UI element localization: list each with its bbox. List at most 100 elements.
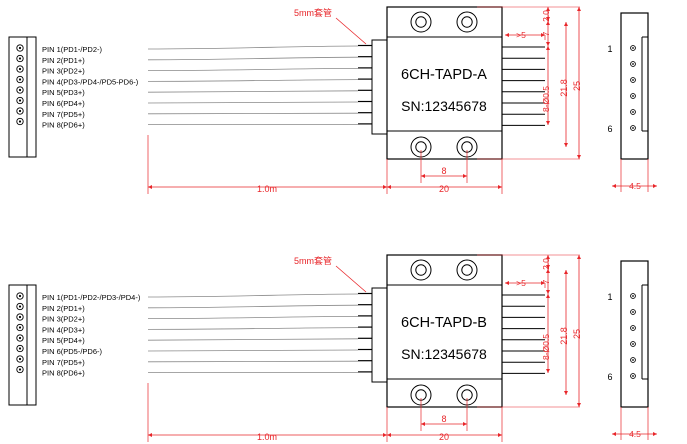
side-pin-center	[632, 327, 634, 329]
hole-spacing-dim-arrow-end	[463, 422, 467, 426]
connector-pin-outer	[16, 54, 24, 63]
side-pin-center	[632, 47, 634, 49]
side-pin	[630, 341, 636, 347]
inner-height-dim	[564, 270, 568, 395]
pin-pitch-dim-arrow-end	[546, 121, 550, 125]
connector-body	[8, 284, 37, 406]
sleeve-label: 5mm套管	[294, 7, 332, 18]
top-margin-value: 2.0	[541, 10, 551, 22]
connector-pin-outer	[16, 292, 24, 300]
connector-pin-inner	[18, 357, 22, 361]
total-height-dim-arrow-end	[577, 155, 581, 159]
body-length-dim-arrow-start	[387, 185, 391, 189]
connector-pin-outer	[16, 344, 24, 353]
wire	[147, 327, 359, 330]
sleeve-callout: 5mm套管	[294, 7, 367, 45]
connector-pin-outer	[16, 323, 24, 332]
pin-diameter-value: 8-Ø0.5	[541, 86, 551, 112]
side-label-last: 6	[607, 372, 612, 382]
total-height-value: 25	[572, 81, 582, 91]
fiber-boot	[371, 287, 388, 383]
hole-spacing-dim-arrow-end	[463, 174, 467, 178]
side-label-first: 1	[607, 292, 612, 302]
inner-height-dim-arrow-end	[564, 143, 568, 147]
connector-pin-inner	[18, 78, 22, 81]
side-label-last: 6	[607, 124, 612, 134]
lead-length-value: 1.0m	[257, 184, 277, 194]
side-width-value: 4.5	[629, 429, 641, 439]
lead-ext-value: >5	[516, 30, 526, 40]
inner-height-value: 21.8	[559, 327, 569, 345]
package-outline	[386, 6, 503, 160]
side-pin	[630, 309, 636, 315]
wire	[147, 293, 359, 298]
side-body	[620, 260, 649, 408]
sleeve-callout: 5mm套管	[294, 255, 367, 293]
lead-ext-dim-arrow-start	[505, 33, 509, 37]
side-pin-center	[632, 311, 634, 313]
wire	[147, 68, 359, 71]
side-label-first: 1	[607, 44, 612, 54]
side-width-dim-arrow-end	[653, 432, 657, 436]
connector	[8, 284, 37, 406]
side-body	[620, 12, 649, 160]
serial-label: SN:12345678	[401, 98, 487, 114]
pin-pitch-dim-arrow-start	[546, 46, 550, 50]
top-offset-dim-arrow-end	[546, 42, 550, 46]
pin-list: PIN 1(PD1-/PD2-)PIN 2(PD1+)PIN 3(PD2+)PI…	[42, 44, 372, 130]
connector-pin-inner	[18, 88, 22, 92]
connector-body	[8, 36, 37, 158]
lead-ext-dim-arrow-end	[541, 281, 545, 285]
package-outline	[386, 254, 503, 408]
pin-label: PIN 2(PD1+)	[42, 304, 85, 313]
pin-pitch-dim-arrow-end	[546, 369, 550, 373]
connector-pin-outer	[16, 65, 24, 73]
mount-hole-outer	[410, 259, 432, 281]
pin-label: PIN 8(PD6+)	[42, 121, 85, 130]
wire	[147, 79, 359, 82]
hole-spacing-value: 8	[441, 166, 446, 176]
connector-pin-outer	[16, 117, 24, 126]
lead-ext-dim	[505, 33, 545, 37]
side-pin	[630, 357, 636, 363]
connector-pin-inner	[18, 347, 22, 350]
connector-pin-inner	[18, 294, 22, 298]
side-pin	[630, 109, 636, 115]
connector-pin-outer	[16, 107, 24, 115]
pin-label: PIN 1(PD1-/PD2-/PD3-/PD4-)	[42, 293, 141, 302]
top-offset-dim	[546, 21, 550, 46]
connector-pin-inner	[18, 109, 22, 113]
body-length-value: 20	[439, 432, 449, 442]
connector-pin-outer	[16, 86, 24, 94]
pin-label: PIN 6(PD5-/PD6-)	[42, 347, 103, 356]
side-pin	[630, 93, 636, 99]
mount-hole-inner	[415, 16, 427, 28]
connector-pin-inner	[18, 336, 22, 340]
inner-height-dim-arrow-start	[564, 22, 568, 26]
inner-height-dim-arrow-start	[564, 270, 568, 274]
mount-hole-inner	[461, 264, 473, 276]
pin-label: PIN 4(PD3-/PD4-/PD5-PD6-)	[42, 77, 139, 86]
connector-pin-inner	[18, 305, 22, 308]
top-margin-dim-arrow-start	[546, 7, 550, 11]
sleeve-leader	[335, 17, 367, 45]
connector-pin-outer	[16, 313, 24, 321]
serial-label: SN:12345678	[401, 346, 487, 362]
lead-length-dim	[148, 185, 387, 189]
lead-ext-value: >5	[516, 278, 526, 288]
connector-pin-inner	[18, 368, 22, 371]
body-length-dim	[387, 433, 502, 437]
side-width-dim	[612, 432, 657, 436]
sleeve-leader	[335, 265, 367, 293]
model-label: 6CH-TAPD-A	[401, 67, 487, 83]
inner-height-value: 21.8	[559, 79, 569, 97]
side-width-dim-arrow-start	[612, 432, 616, 436]
side-pin-center	[632, 359, 634, 361]
side-pin-center	[632, 95, 634, 97]
model-label: 6CH-TAPD-B	[401, 315, 487, 331]
lead-ext-dim-arrow-end	[541, 33, 545, 37]
connector-pin-inner	[18, 67, 22, 71]
connector-pin-outer	[16, 334, 24, 342]
